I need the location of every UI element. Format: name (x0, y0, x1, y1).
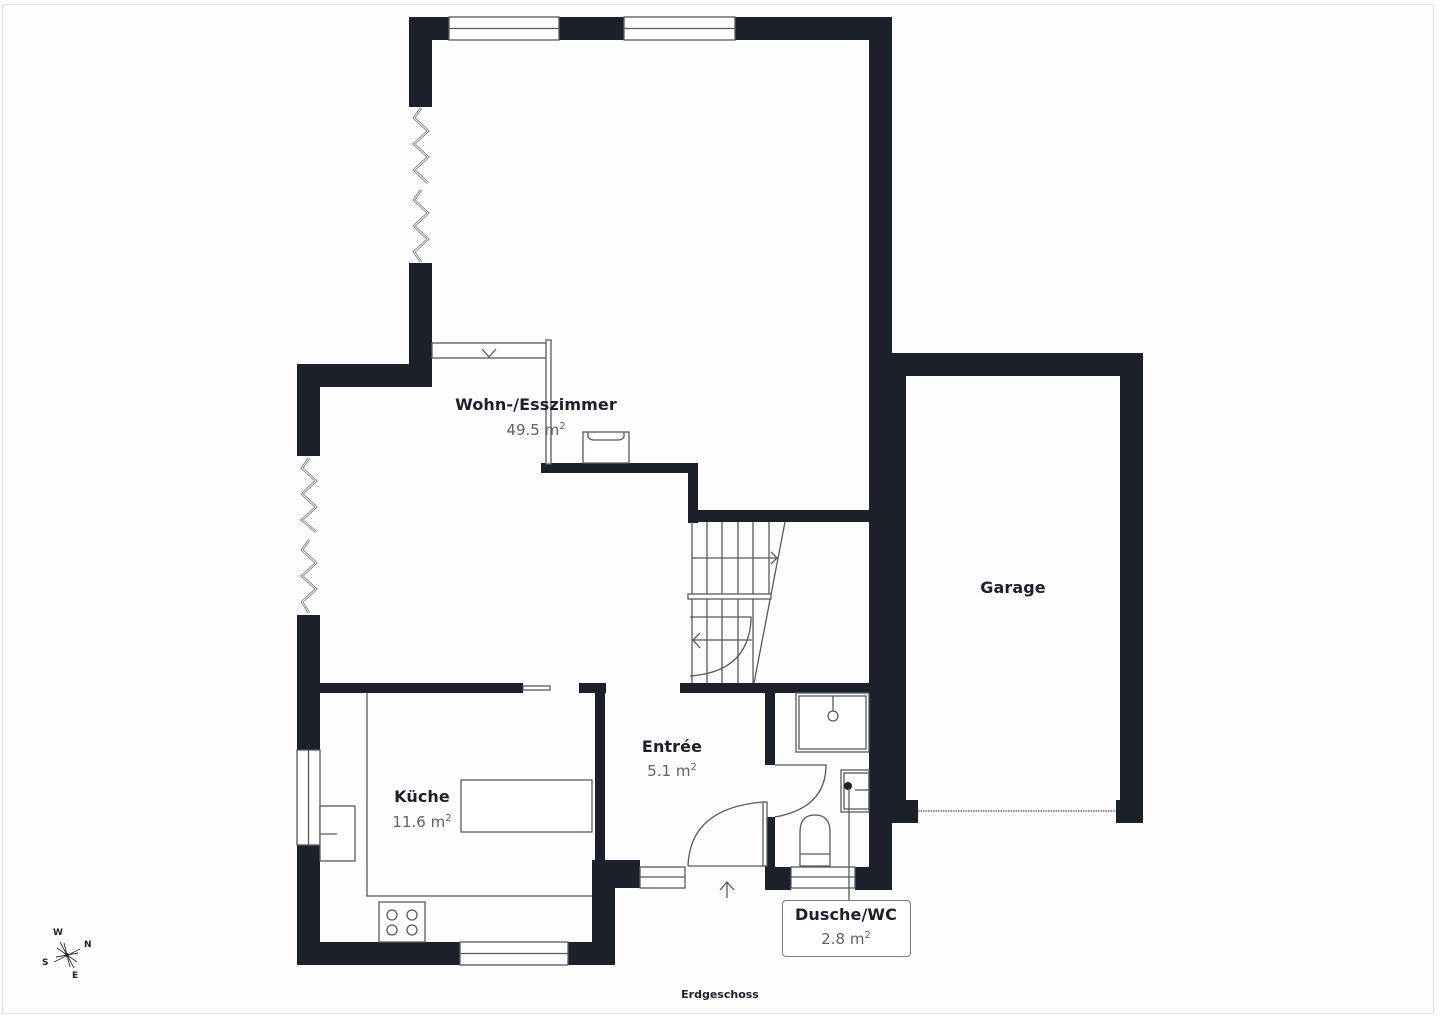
area-exponent: 2 (864, 930, 871, 941)
area-unit: m (430, 813, 446, 831)
room-area-entree: 5.1 m2 (647, 762, 697, 780)
room-name-dusche: Dusche/WC (794, 905, 898, 924)
area-value: 49.5 (506, 421, 540, 439)
area-value: 5.1 (647, 762, 672, 780)
walls (297, 17, 1143, 965)
windows (296, 16, 856, 966)
kitchen-furniture (319, 693, 593, 943)
compass-south: S (42, 958, 49, 968)
room-area-kueche: 11.6 m2 (392, 813, 451, 831)
staircase (687, 521, 786, 684)
floor-name: Erdgeschoss (681, 988, 759, 1001)
compass-icon (53, 941, 81, 969)
area-exponent: 2 (445, 813, 452, 824)
room-name-kueche: Küche (394, 787, 450, 806)
area-exponent: 2 (690, 762, 697, 773)
room-name-entree: Entrée (641, 737, 703, 756)
bathroom-fixtures (774, 692, 870, 900)
area-unit: m (849, 930, 865, 948)
railing (431, 339, 552, 465)
area-value: 2.8 (821, 930, 846, 948)
room-area-wohn: 49.5 m2 (506, 421, 565, 439)
area-unit: m (544, 421, 560, 439)
room-name-garage: Garage (980, 578, 1046, 597)
area-value: 11.6 (392, 813, 426, 831)
room-label-box-dusche (782, 900, 911, 957)
fireplace-icon (582, 431, 630, 464)
area-unit: m (675, 762, 691, 780)
compass-north: N (84, 940, 92, 950)
area-exponent: 2 (559, 421, 566, 432)
entrance-door (687, 801, 768, 898)
plan-frame (2, 4, 1434, 1014)
room-area-dusche: 2.8 m2 (821, 930, 871, 948)
compass-west: W (53, 928, 63, 938)
compass-east: E (72, 971, 79, 981)
room-name-wohn: Wohn-/Esszimmer (455, 395, 617, 414)
